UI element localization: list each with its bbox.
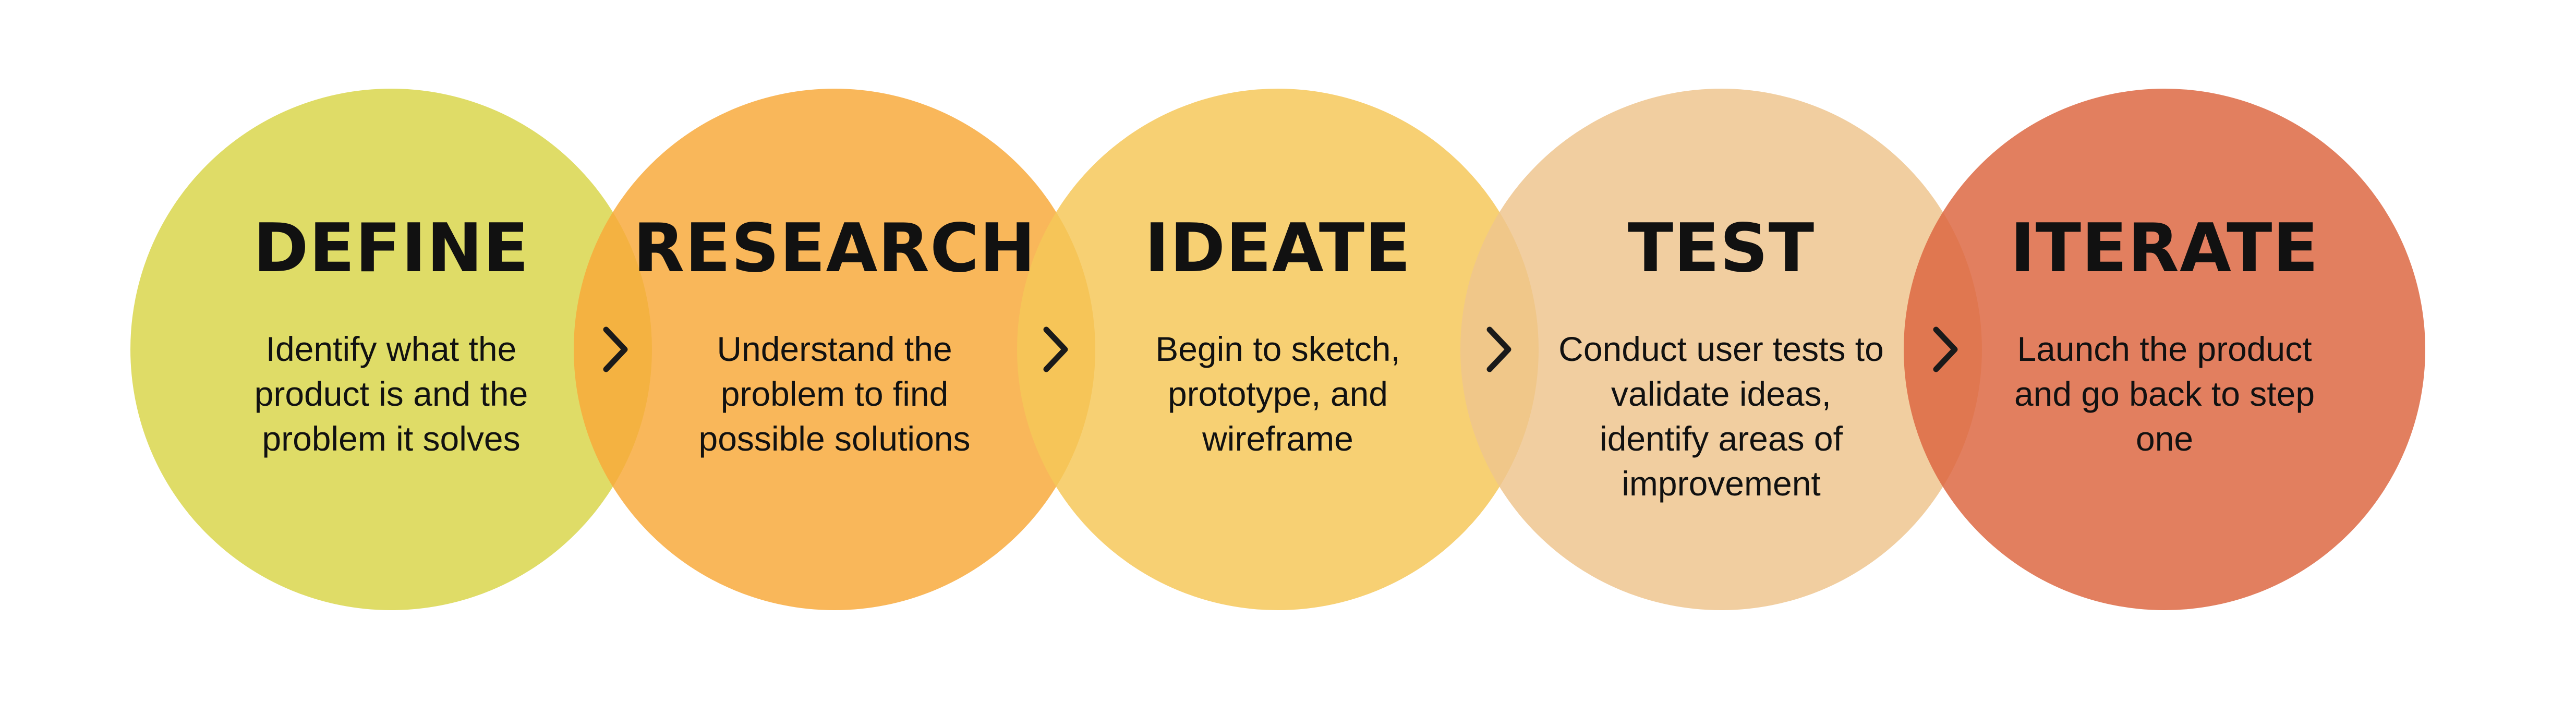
test-step: TEST Conduct user tests to validate idea… (1460, 89, 1982, 610)
step-title: TEST (1627, 210, 1815, 287)
step-description: Launch the product and go back to step o… (2014, 330, 2315, 458)
research-circle (574, 89, 1095, 610)
step-description: Conduct user tests to validate ideas, id… (1558, 330, 1884, 503)
iterate-circle (1904, 89, 2425, 610)
step-title: DEFINE (253, 210, 529, 287)
chevron-right-icon (603, 326, 628, 372)
ideate-step: IDEATE Begin to sketch, prototype, and w… (1017, 89, 1539, 610)
research-step: RESEARCH Understand the problem to find … (574, 89, 1095, 610)
step-title: IDEATE (1144, 210, 1411, 287)
chevron-right-icon (1043, 326, 1068, 372)
iterate-step: ITERATE Launch the product and go back t… (1904, 89, 2425, 610)
step-title: RESEARCH (633, 210, 1036, 287)
define-circle (130, 89, 652, 610)
step-title: ITERATE (2010, 210, 2319, 287)
define-step: DEFINE Identify what the product is and … (130, 89, 652, 610)
test-circle (1460, 89, 1982, 610)
ideate-circle (1017, 89, 1539, 610)
step-description: Identify what the product is and the pro… (254, 330, 528, 458)
chevron-right-icon (1486, 326, 1511, 372)
step-description: Begin to sketch, prototype, and wirefram… (1155, 330, 1400, 458)
chevron-right-icon (1933, 326, 1958, 372)
step-description: Understand the problem to find possible … (698, 330, 971, 458)
